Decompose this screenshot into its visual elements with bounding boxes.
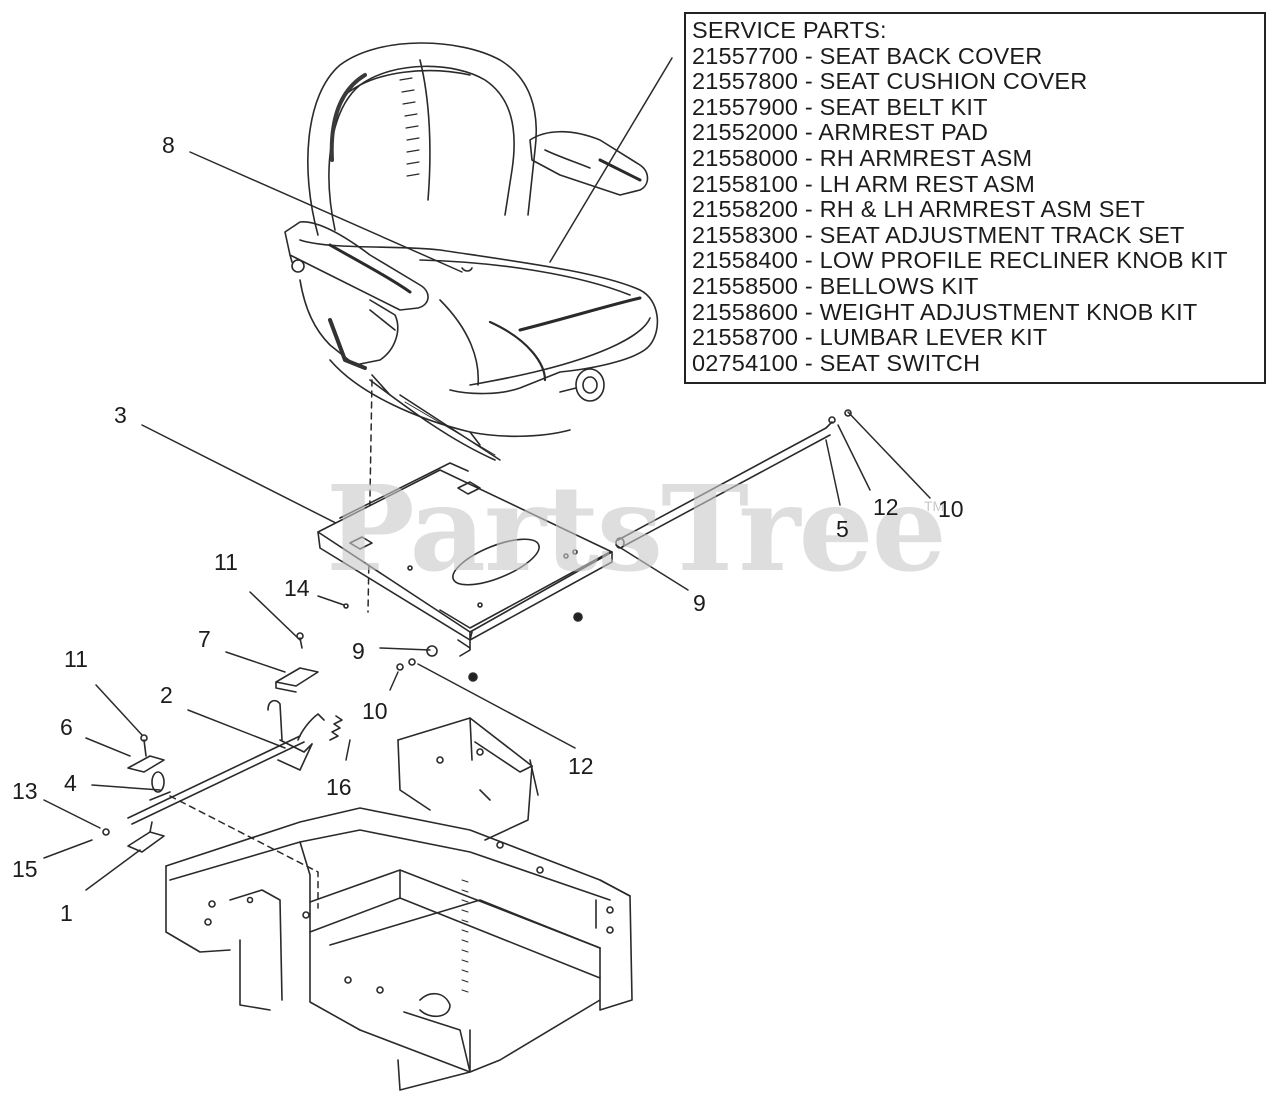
callout-5: 5	[836, 516, 849, 542]
service-part-item: 21552000 - ARMREST PAD	[692, 119, 989, 146]
service-part-item: 21558300 - SEAT ADJUSTMENT TRACK SET	[692, 221, 1185, 248]
callout-12-upper: 12	[873, 494, 899, 520]
service-part-item: 21558000 - RH ARMREST ASM	[692, 144, 1033, 171]
service-part-item: 21557700 - SEAT BACK COVER	[692, 42, 1043, 69]
small-hardware	[275, 603, 583, 693]
parts-tree-watermark: PartsTree	[326, 459, 947, 598]
service-part-item: 21558100 - LH ARM REST ASM	[692, 170, 1036, 197]
callout-12-lower: 12	[568, 753, 594, 779]
service-parts-title: SERVICE PARTS:	[692, 17, 887, 43]
callout-2: 2	[160, 682, 173, 708]
seat-mount-plate	[317, 379, 613, 657]
callout-13: 13	[12, 778, 38, 804]
service-part-item: 21557900 - SEAT BELT KIT	[692, 93, 988, 120]
service-part-item: 21558400 - LOW PROFILE RECLINER KNOB KIT	[692, 247, 1228, 274]
service-part-item: 02754100 - SEAT SWITCH	[692, 349, 981, 376]
service-part-item: 21557800 - SEAT CUSHION COVER	[692, 68, 1088, 95]
callout-9-lower: 9	[352, 638, 365, 664]
callout-3: 3	[114, 402, 127, 428]
service-part-item: 21558500 - BELLOWS KIT	[692, 272, 979, 299]
dashed-lines	[169, 379, 373, 909]
callout-15: 15	[12, 856, 38, 882]
callout-14: 14	[284, 575, 310, 601]
callout-6: 6	[60, 714, 73, 740]
leader-lines	[43, 57, 931, 891]
callout-10-upper: 10	[938, 496, 964, 522]
seat-drawing	[284, 42, 659, 461]
callout-11-upper: 11	[214, 549, 238, 575]
service-part-item: 21558200 - RH & LH ARMREST ASM SET	[692, 196, 1146, 223]
callout-7: 7	[198, 626, 211, 652]
linkage-assembly	[102, 699, 343, 853]
callout-4: 4	[64, 770, 77, 796]
callout-9-right: 9	[693, 590, 706, 616]
frame-drawing	[165, 717, 633, 1091]
callout-10-lower: 10	[362, 698, 388, 724]
rod-part-5	[615, 409, 852, 549]
service-parts-box: SERVICE PARTS: 21557700 - SEAT BACK COVE…	[684, 12, 1266, 384]
service-part-item: 21558600 - WEIGHT ADJUSTMENT KNOB KIT	[692, 298, 1198, 325]
service-part-item: 21558700 - LUMBAR LEVER KIT	[692, 324, 1048, 351]
callout-16: 16	[326, 774, 352, 800]
watermark-trademark: TM	[924, 498, 945, 514]
callout-1: 1	[60, 900, 73, 926]
callout-11-left: 11	[64, 646, 88, 672]
callout-8: 8	[162, 132, 175, 158]
